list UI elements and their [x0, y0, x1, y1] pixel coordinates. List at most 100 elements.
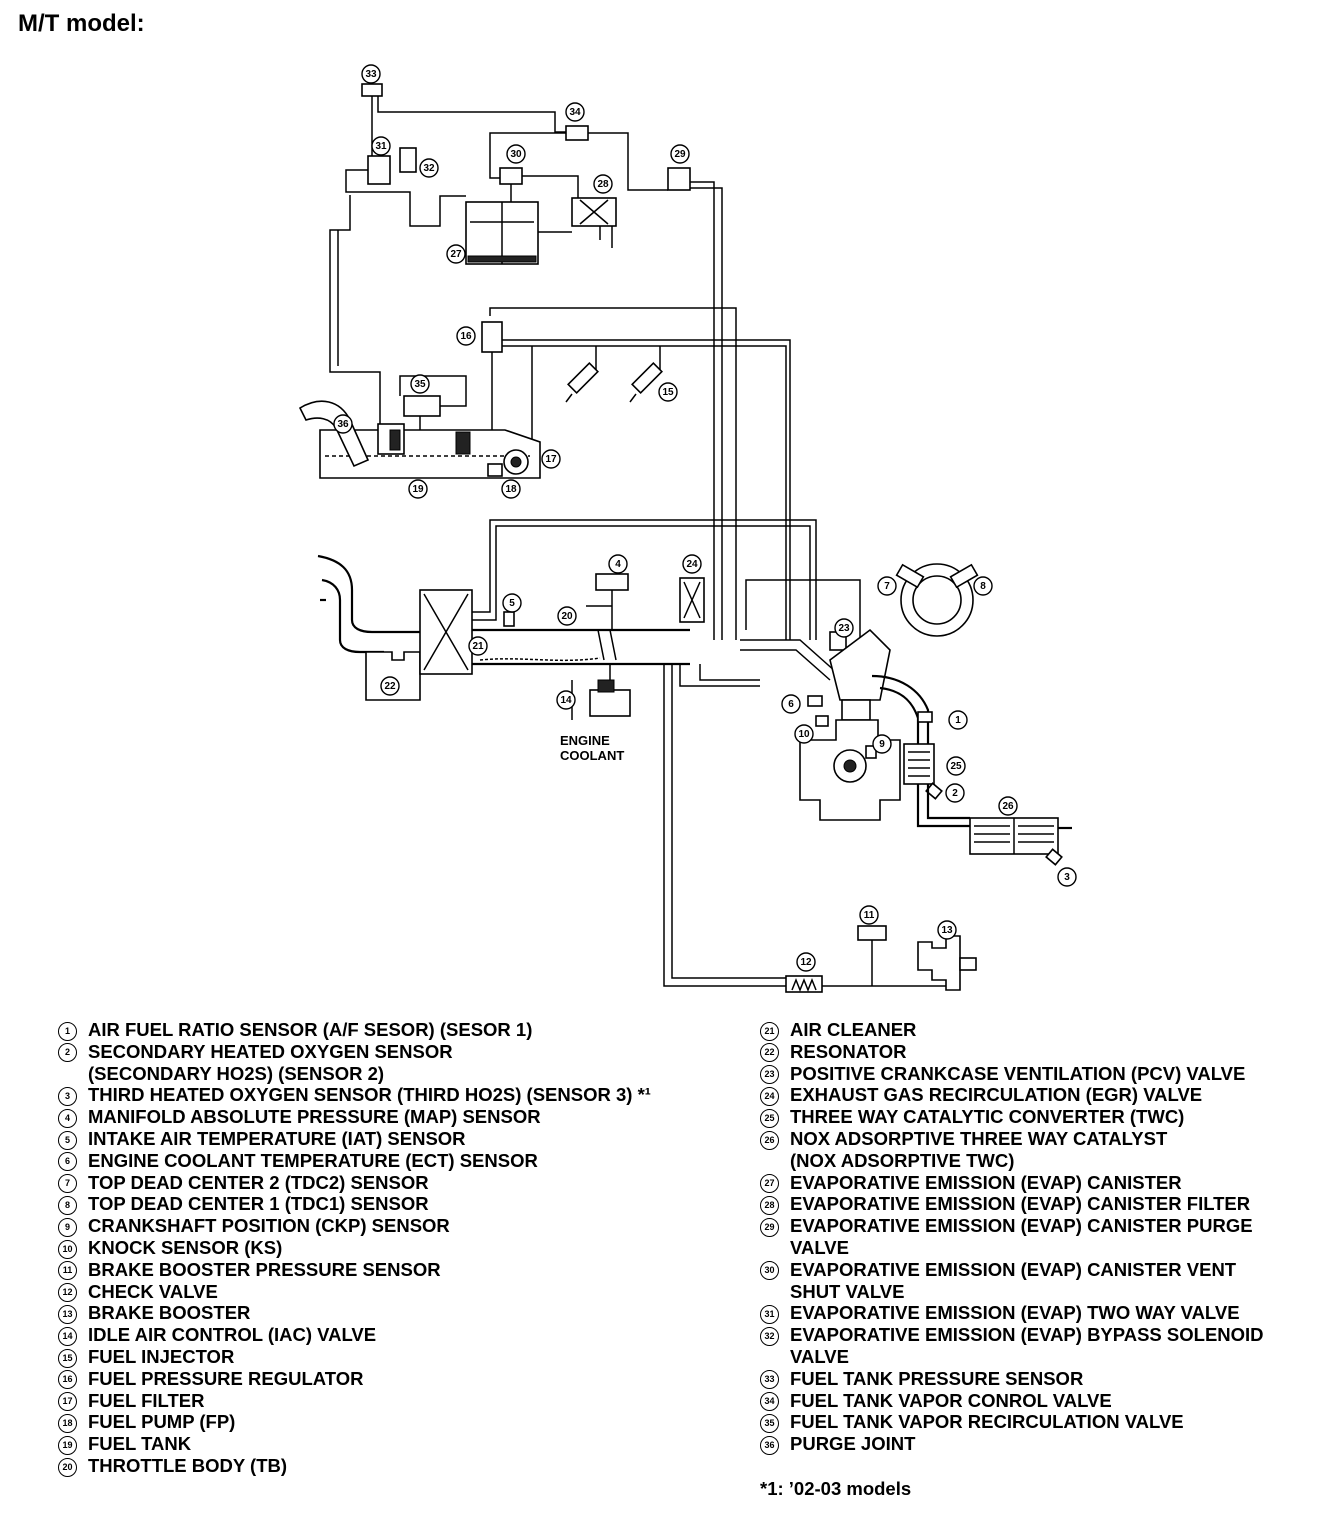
legend-number: 32: [760, 1324, 790, 1368]
svg-text:13: 13: [941, 925, 953, 936]
svg-text:10: 10: [798, 729, 810, 740]
svg-text:33: 33: [365, 69, 377, 80]
third-ho2s: [1045, 848, 1063, 866]
callout-25: 25: [946, 756, 966, 776]
fuel-injector: [565, 362, 663, 403]
svg-text:3: 3: [1064, 872, 1070, 883]
check-valve: [785, 975, 823, 993]
legend-text: TOP DEAD CENTER 1 (TDC1) SENSOR: [88, 1193, 429, 1215]
svg-text:21: 21: [472, 641, 484, 652]
knock-sensor: [815, 715, 829, 727]
fuel-section: [298, 307, 791, 640]
svg-text:18: 18: [505, 484, 517, 495]
svg-text:29: 29: [674, 149, 686, 160]
legend-text: FUEL TANK PRESSURE SENSOR: [790, 1367, 1084, 1389]
legend-number: 28: [760, 1193, 790, 1215]
evap-canister-purge-valve: [667, 167, 691, 191]
legend-number: 12: [58, 1281, 88, 1303]
callout-17: 17: [541, 449, 561, 469]
legend-text: FUEL FILTER: [88, 1389, 205, 1411]
callout-15: 15: [658, 382, 678, 402]
legend-number: 33: [760, 1368, 790, 1390]
fuel-pressure-regulator: [481, 321, 503, 353]
svg-text:12: 12: [800, 957, 812, 968]
svg-text:19: 19: [412, 484, 424, 495]
callout-28: 28: [593, 174, 613, 194]
callout-33: 33: [361, 64, 381, 84]
legend-number: 20: [58, 1455, 88, 1477]
legend-text: THROTTLE BODY (TB): [88, 1454, 288, 1476]
legend-number: 9: [58, 1215, 88, 1237]
legend-number: 21: [760, 1019, 790, 1041]
callout-14: 14: [556, 690, 576, 710]
legend-text: POSITIVE CRANKCASE VENTILATION (PCV) VAL…: [790, 1062, 1246, 1084]
svg-text:24: 24: [686, 559, 698, 570]
legend-number: 13: [58, 1302, 88, 1324]
legend-text: CRANKSHAFT POSITION (CKP) SENSOR: [88, 1215, 450, 1237]
iat-sensor: [503, 611, 515, 627]
svg-text:28: 28: [597, 179, 609, 190]
legend-text: MANIFOLD ABSOLUTE PRESSURE (MAP) SENSOR: [88, 1106, 541, 1128]
svg-text:26: 26: [1002, 801, 1014, 812]
legend-number: 34: [760, 1390, 790, 1412]
legend-number: 22: [760, 1041, 790, 1063]
engine-section: [740, 563, 1072, 866]
svg-text:16: 16: [460, 331, 472, 342]
secondary-ho2s: [925, 782, 943, 800]
legend-text: BRAKE BOOSTER: [88, 1302, 251, 1324]
legend-number: 10: [58, 1237, 88, 1259]
callout-10: 10: [794, 724, 814, 744]
engine-coolant-line-1: ENGINE: [560, 733, 610, 748]
svg-text:27: 27: [450, 249, 462, 260]
brake-section: [785, 925, 977, 993]
svg-text:8: 8: [980, 581, 986, 592]
callout-12: 12: [796, 952, 816, 972]
callout-5: 5: [502, 593, 522, 613]
legend-text: THIRD HEATED OXYGEN SENSOR (THIRD HO2S) …: [88, 1084, 651, 1106]
ect-sensor: [807, 695, 823, 707]
legend-number: 15: [58, 1346, 88, 1368]
callout-2: 2: [945, 783, 965, 803]
legend-text: FUEL TANK VAPOR CONROL VALVE: [790, 1389, 1112, 1411]
tdc2-sensor: [895, 563, 925, 589]
legend-text: FUEL TANK VAPOR RECIRCULATION VALVE: [790, 1411, 1184, 1433]
svg-text:11: 11: [864, 910, 875, 921]
svg-text:30: 30: [510, 149, 522, 160]
legend-text: PURGE JOINT: [790, 1433, 916, 1455]
legend-number: 3: [58, 1084, 88, 1106]
svg-text:23: 23: [838, 623, 850, 634]
legend-number: 19: [58, 1433, 88, 1455]
legend-text: CHECK VALVE: [88, 1280, 218, 1302]
map-sensor: [595, 573, 629, 591]
svg-text:14: 14: [560, 695, 572, 706]
footnote: *1: ’02-03 models: [760, 1478, 912, 1499]
iac-valve: [589, 689, 631, 717]
svg-text:32: 32: [423, 163, 435, 174]
legend-number: 17: [58, 1390, 88, 1412]
svg-text:15: 15: [662, 387, 674, 398]
evap-section: [329, 83, 723, 640]
svg-text:34: 34: [569, 107, 581, 118]
legend-number: 36: [760, 1433, 790, 1455]
